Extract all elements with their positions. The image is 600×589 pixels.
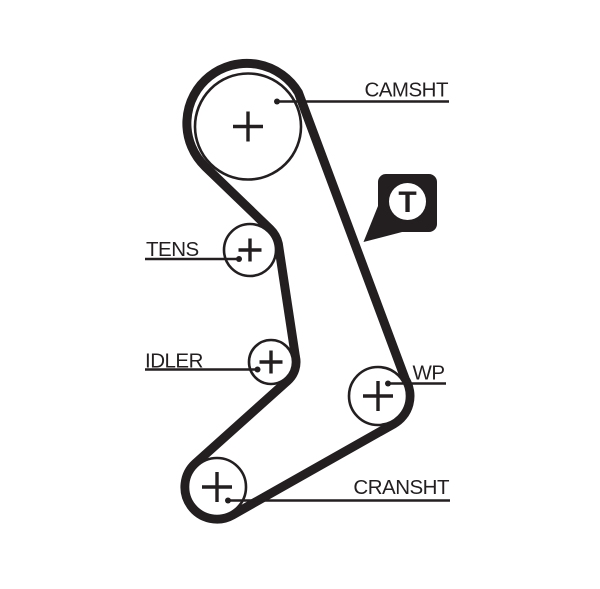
leader-dot-camshaft bbox=[274, 98, 280, 105]
center-cross-icon-camshaft bbox=[233, 111, 263, 142]
timing-mark-icon: T bbox=[363, 174, 437, 242]
leader-dot-tensioner bbox=[236, 256, 242, 262]
callout-camshaft: CAMSHT bbox=[274, 79, 449, 105]
label-tensioner: TENS bbox=[146, 238, 199, 261]
center-cross-icon-tensioner bbox=[238, 238, 262, 262]
center-cross-icon-idler bbox=[259, 350, 283, 374]
label-idler: IDLER bbox=[145, 350, 203, 373]
leader-dot-idler bbox=[254, 366, 261, 373]
leader-dot-water-pump bbox=[385, 380, 391, 387]
label-water-pump: WP bbox=[412, 362, 444, 385]
callout-tensioner: TENS bbox=[145, 238, 242, 262]
leader-dot-crankshaft bbox=[225, 497, 231, 504]
callout-idler: IDLER bbox=[145, 350, 261, 373]
timing-mark-circle bbox=[389, 183, 426, 220]
timing-mark-glyph: T bbox=[398, 186, 416, 219]
center-cross-icon-water-pump bbox=[363, 381, 393, 411]
callout-water-pump: WP bbox=[385, 362, 446, 387]
callout-crankshaft: CRANSHT bbox=[225, 476, 450, 504]
label-crankshaft: CRANSHT bbox=[353, 476, 450, 499]
label-camshaft: CAMSHT bbox=[364, 79, 449, 102]
center-cross-icon-crankshaft bbox=[202, 472, 232, 502]
